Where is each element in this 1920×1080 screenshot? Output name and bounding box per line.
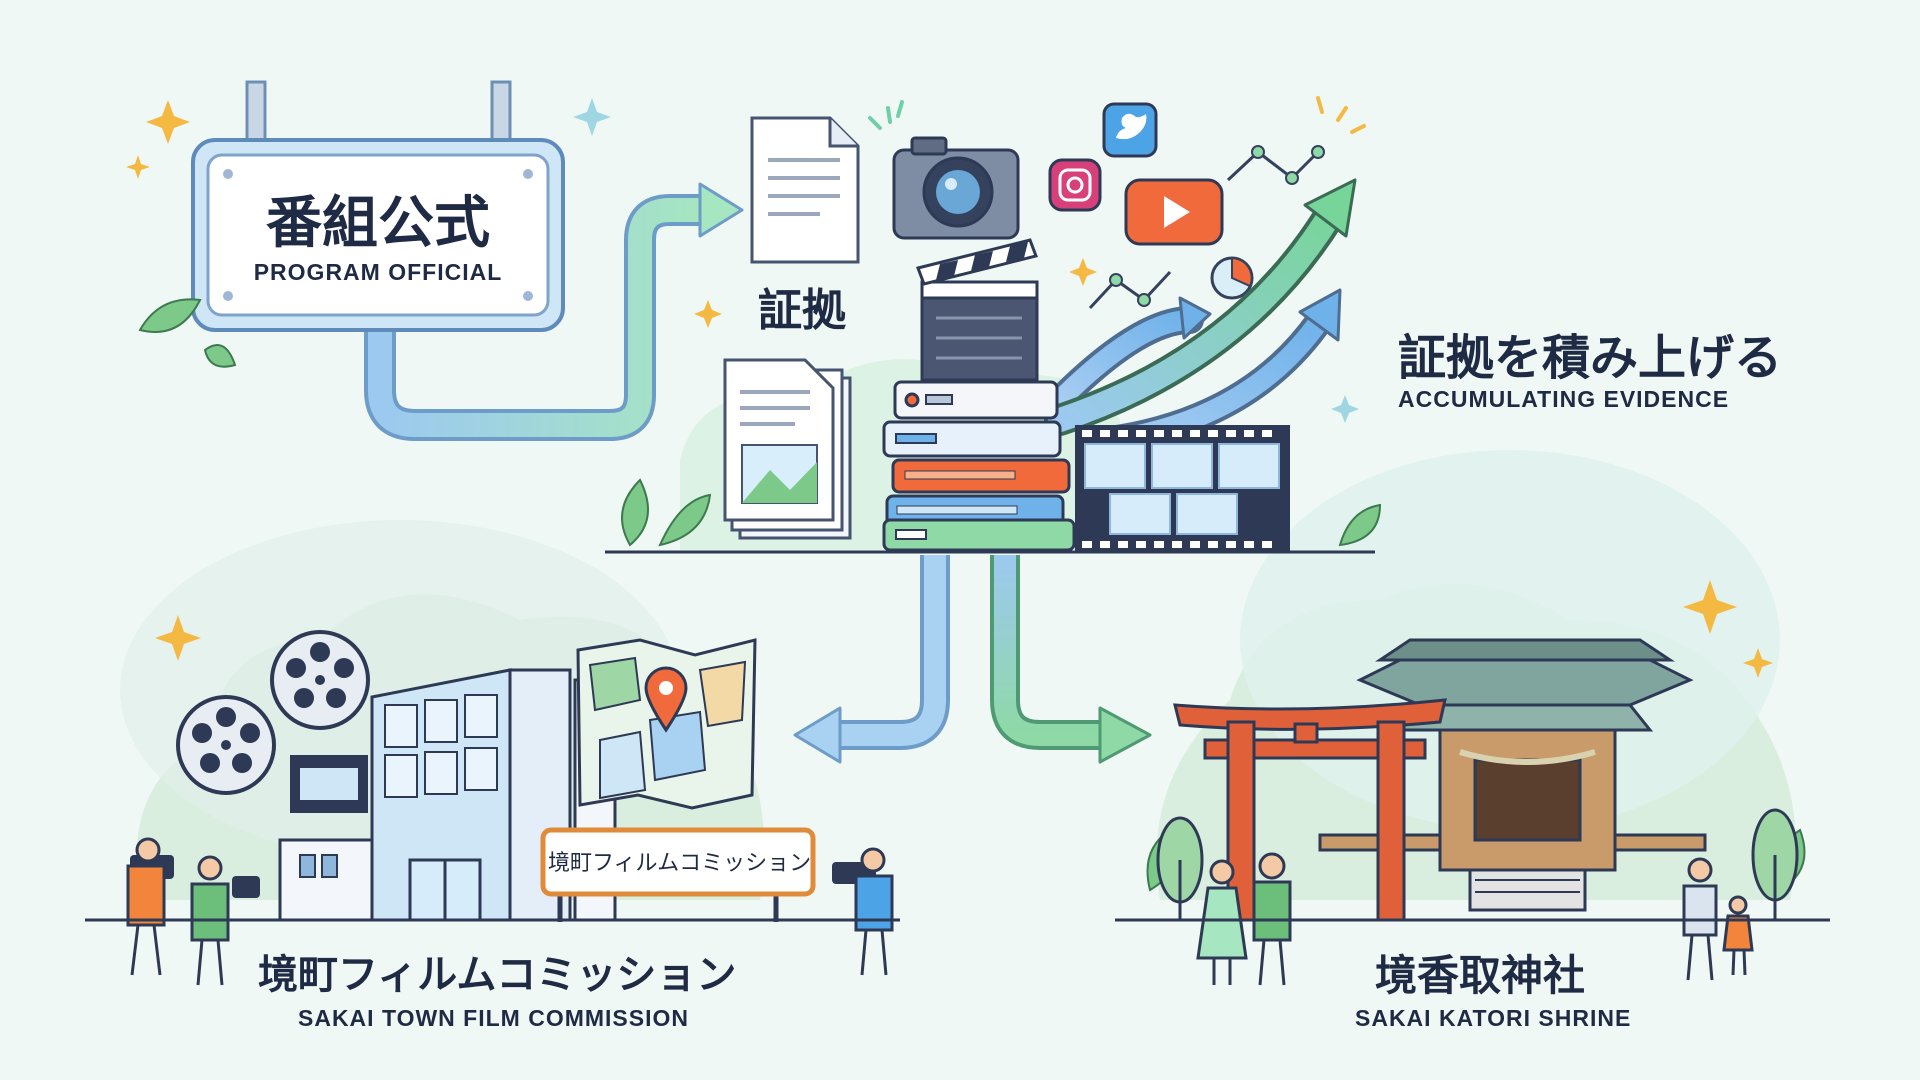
torii-icon <box>1173 698 1447 922</box>
accent-dashes <box>1316 96 1366 134</box>
film-strip-icon <box>1075 425 1290 553</box>
film-commission-signboard <box>540 827 816 922</box>
instagram-icon <box>1048 158 1102 212</box>
clapperboard-icon <box>916 238 1039 382</box>
shrine-icon <box>1318 638 1707 912</box>
program-official-title-en: PROGRAM OFFICIAL <box>253 259 503 285</box>
film-commission-title-jp: 境町フィルムコミッション <box>258 952 737 998</box>
flow-arrows-to-destinations <box>793 555 1152 764</box>
tree-icon <box>1156 808 1799 920</box>
flow-arrow-sign-to-evidence <box>364 182 744 441</box>
document-icon <box>750 116 860 264</box>
evidence-label: 証拠 <box>758 285 846 336</box>
visitor-people <box>1196 852 1754 986</box>
archive-stack <box>882 380 1076 552</box>
camera-icon <box>892 136 1020 240</box>
map-pin-icon <box>644 666 688 733</box>
line-graph-nodes <box>1109 145 1325 307</box>
film-reel-icon <box>176 630 370 813</box>
film-commission-sign-text: 境町フィルムコミッション <box>548 851 812 876</box>
sparkle-icon-teal <box>573 98 1359 423</box>
twitter-icon <box>1102 102 1158 158</box>
document-stack-icon <box>723 358 852 540</box>
program-official-sign <box>191 80 565 332</box>
pie-chart-icon <box>1210 256 1254 300</box>
accumulating-title-jp: 証拠を積み上げる <box>1398 330 1783 386</box>
program-official-title-jp: 番組公式 <box>266 191 490 256</box>
camera-flash-marks <box>868 100 904 130</box>
sparkle-icon <box>126 100 1773 678</box>
youtube-icon <box>1124 178 1224 246</box>
shrine-title-en: SAKAI KATORI SHRINE <box>1355 1005 1632 1031</box>
film-commission-title-en: SAKAI TOWN FILM COMMISSION <box>298 1005 690 1031</box>
accumulating-title-en: ACCUMULATING EVIDENCE <box>1398 386 1730 412</box>
line-graph-icon <box>1088 150 1320 310</box>
shrine-title-jp: 境香取神社 <box>1375 951 1586 1000</box>
